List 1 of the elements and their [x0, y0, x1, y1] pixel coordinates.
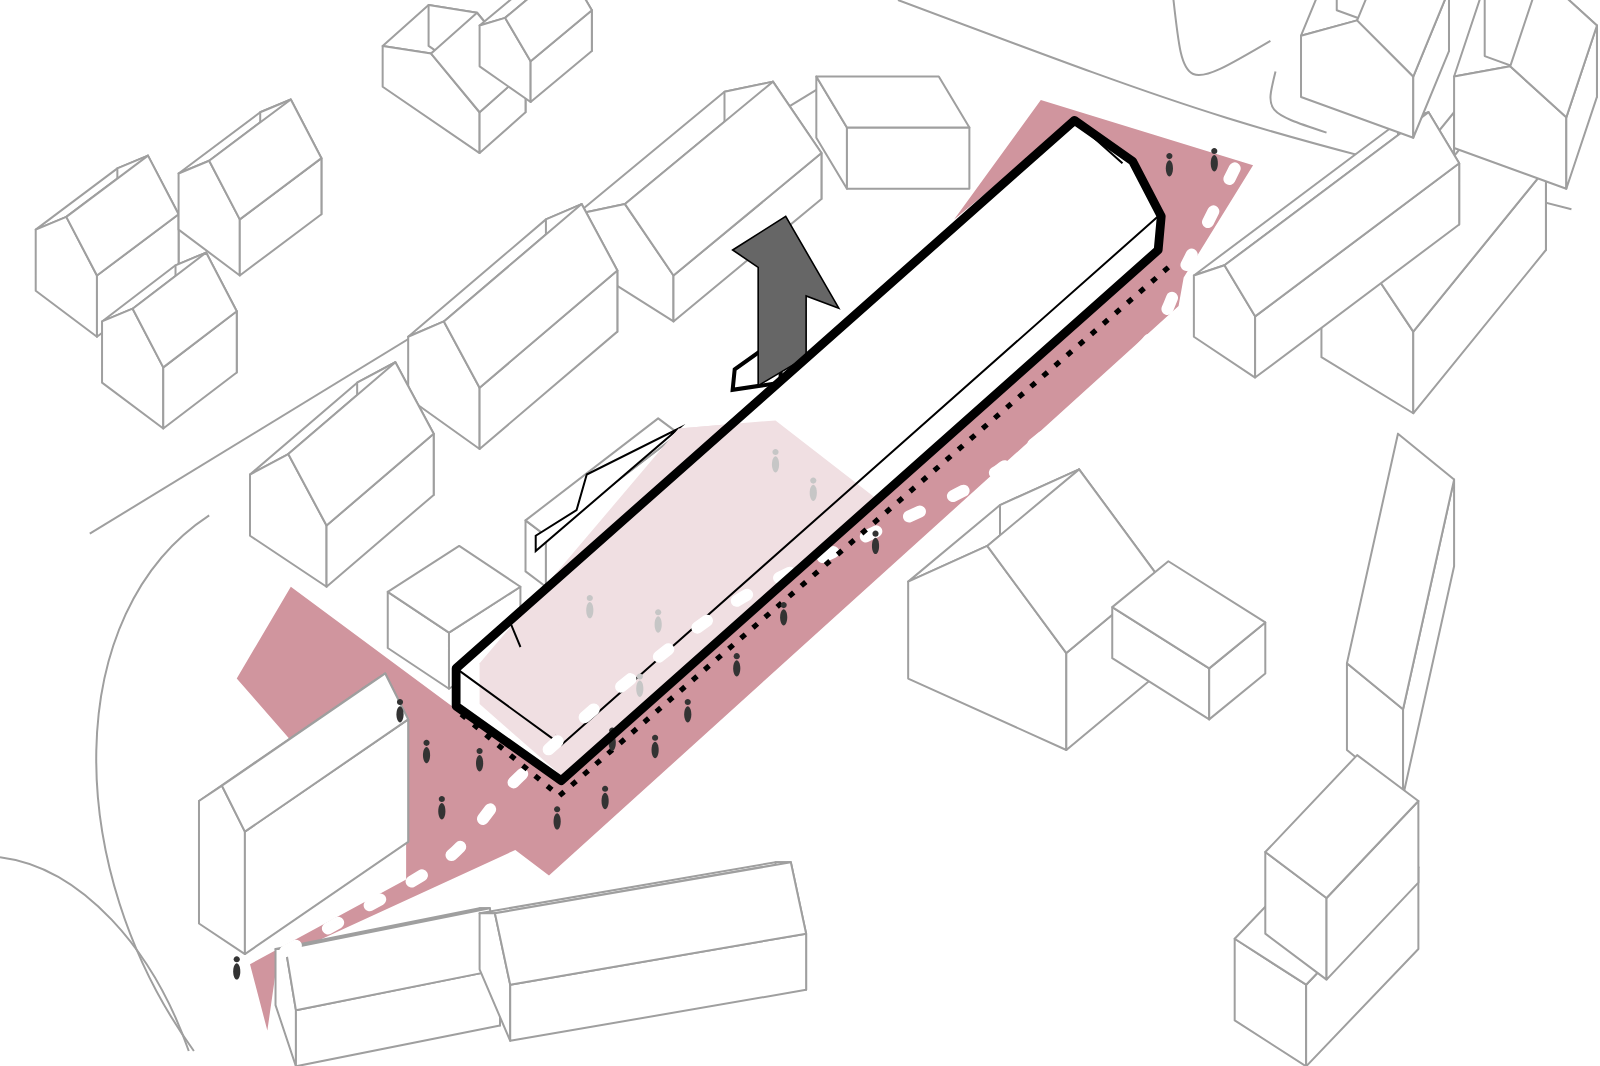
building-outline — [451, 115, 1166, 785]
